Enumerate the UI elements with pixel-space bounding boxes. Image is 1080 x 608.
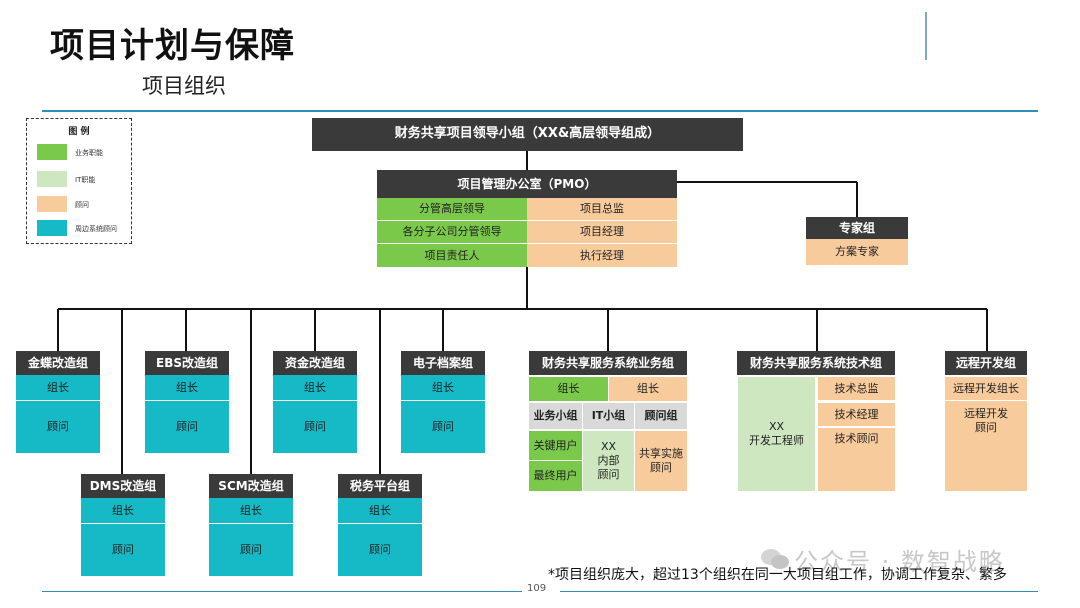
legend: 图 例 业务职能 IT职能 顾问 周边系统顾问: [26, 118, 132, 244]
leadership-group-box: 财务共享项目领导小组（XX&高层领导组成）: [312, 118, 743, 151]
legend-label-business: 业务职能: [75, 149, 103, 157]
business-subgroup-header: 业务小组: [529, 403, 583, 429]
shuiwu-group-lead: 组长: [338, 498, 422, 524]
it-subgroup-header: IT小组: [583, 403, 635, 429]
expert-group-title: 专家组: [806, 217, 908, 239]
dms-group-lead: 组长: [81, 498, 165, 524]
tech-group-title: 财务共享服务系统技术组: [737, 351, 895, 375]
jindie-group-lead: 组长: [16, 375, 100, 401]
ebs-group-member: 顾问: [145, 401, 229, 453]
watermark-text: 公众号 · 数智战略: [794, 548, 1005, 576]
dms-group-member: 顾问: [81, 524, 165, 576]
remote-group-member: 远程开发 顾问: [945, 401, 1027, 491]
zijin-group-lead: 组长: [273, 375, 357, 401]
page-subtitle: 项目组织: [142, 74, 226, 98]
tech-director-cell: 技术总监: [818, 377, 895, 401]
footnote: *项目组织庞大，超过13个组织在同一大项目组工作，协调工作复杂、繁多: [548, 567, 1007, 583]
business-group-title: 财务共享服务系统业务组: [529, 351, 687, 375]
pmo-left-3: 项目责任人: [377, 244, 527, 267]
zijin-group-member: 顾问: [273, 401, 357, 453]
dms-group-title: DMS改造组: [81, 474, 165, 498]
legend-label-peripheral: 周边系统顾问: [75, 225, 117, 233]
key-user-cell: 关键用户: [529, 431, 583, 461]
dianzi-group-lead: 组长: [401, 375, 485, 401]
jindie-group-title: 金蝶改造组: [16, 351, 100, 375]
bottom-rule-right: [560, 591, 1038, 592]
legend-label-it: IT职能: [75, 176, 96, 184]
dianzi-group-member: 顾问: [401, 401, 485, 453]
legend-swatch-consultant: [37, 196, 67, 212]
pmo-right-2: 项目经理: [527, 221, 677, 244]
business-group-lead-left: 组长: [529, 377, 609, 401]
pmo-right-3: 执行经理: [527, 244, 677, 267]
it-internal-consultant-cell: XX 内部 顾问: [583, 431, 635, 491]
header-divider: [925, 12, 927, 60]
top-rule: [42, 110, 1038, 112]
legend-swatch-business: [37, 144, 67, 160]
consultant-subgroup-header: 顾问组: [635, 403, 687, 429]
scm-group-member: 顾问: [209, 524, 293, 576]
pmo-left-2: 各分子公司分管领导: [377, 221, 527, 244]
pmo-title: 项目管理办公室（PMO）: [377, 170, 677, 198]
shuiwu-group-member: 顾问: [338, 524, 422, 576]
page-title: 项目计划与保障: [50, 26, 295, 66]
remote-group-title: 远程开发组: [945, 351, 1027, 375]
shared-implementation-consultant-cell: 共享实施 顾问: [635, 431, 687, 491]
legend-label-consultant: 顾问: [75, 201, 89, 209]
jindie-group-member: 顾问: [16, 401, 100, 453]
legend-swatch-peripheral: [37, 220, 67, 236]
remote-group-lead: 远程开发组长: [945, 377, 1027, 401]
expert-group-member: 方案专家: [806, 239, 908, 265]
scm-group-title: SCM改造组: [209, 474, 293, 498]
zijin-group-title: 资金改造组: [273, 351, 357, 375]
dianzi-group-title: 电子档案组: [401, 351, 485, 375]
legend-swatch-it: [37, 171, 67, 187]
ebs-group-title: EBS改造组: [145, 351, 229, 375]
ebs-group-lead: 组长: [145, 375, 229, 401]
bottom-rule-left: [42, 591, 522, 592]
page-number: 109: [527, 583, 547, 594]
tech-consultant-cell: 技术顾问: [818, 428, 895, 491]
wechat-icon: [761, 549, 789, 569]
pmo-left-1: 分管高层领导: [377, 198, 527, 221]
shuiwu-group-title: 税务平台组: [338, 474, 422, 498]
pmo-right-1: 项目总监: [527, 198, 677, 221]
tech-group-engineer: XX 开发工程师: [738, 377, 815, 491]
legend-title: 图 例: [68, 127, 90, 137]
tech-manager-cell: 技术经理: [818, 403, 895, 427]
end-user-cell: 最终用户: [529, 461, 583, 491]
scm-group-lead: 组长: [209, 498, 293, 524]
business-group-lead-right: 组长: [609, 377, 687, 401]
